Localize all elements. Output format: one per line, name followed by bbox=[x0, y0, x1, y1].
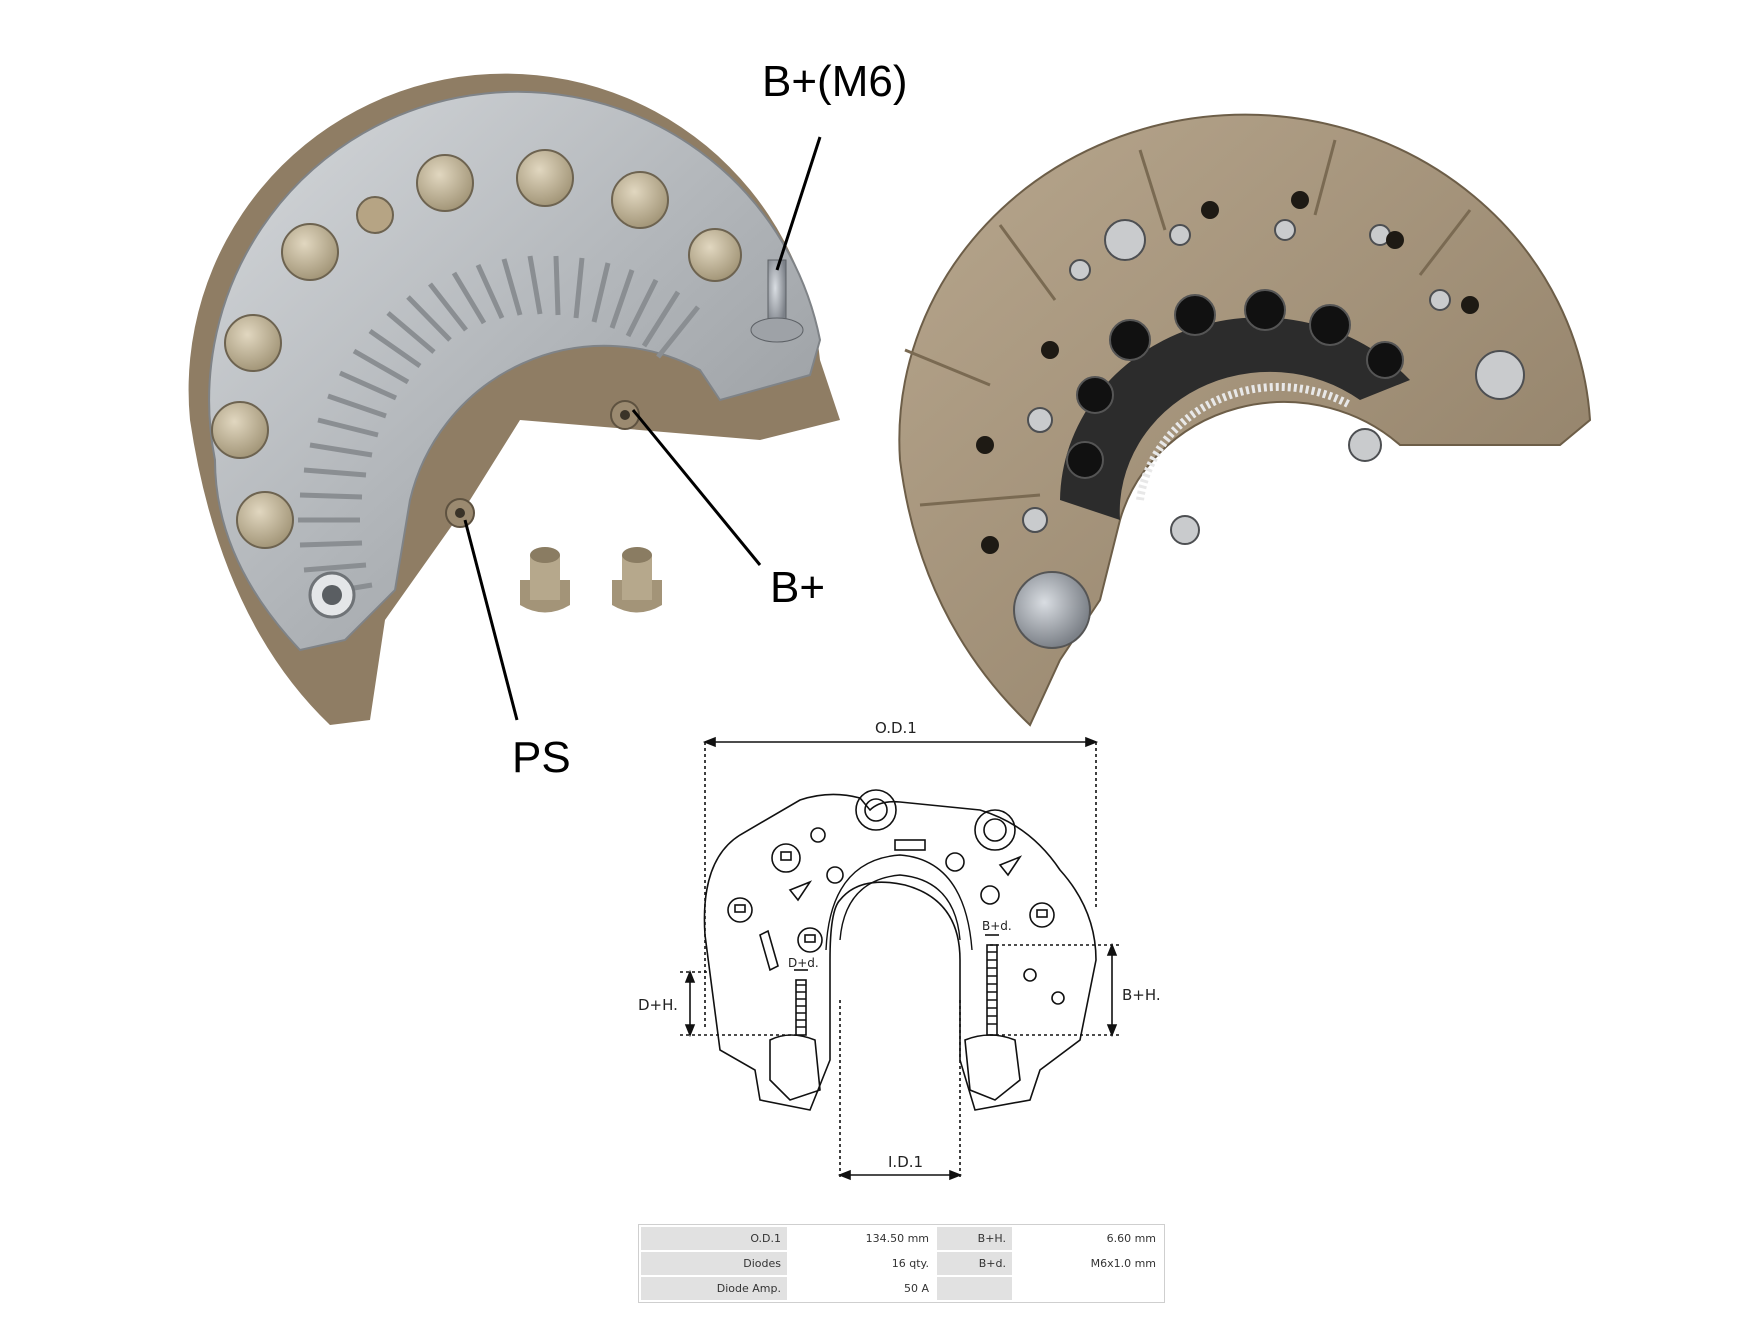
table-row: Diodes 16 qty. B+d. M6x1.0 mm bbox=[641, 1252, 1162, 1275]
spec-key bbox=[937, 1277, 1012, 1300]
spec-table: O.D.1 134.50 mm B+H. 6.60 mm Diodes 16 q… bbox=[638, 1224, 1165, 1303]
plastic-ribs bbox=[904, 139, 1472, 507]
b-plus-terminal bbox=[610, 400, 640, 430]
technical-drawing bbox=[680, 736, 1120, 1181]
zinc-plug-icon bbox=[1013, 571, 1091, 649]
spec-key: Diode Amp. bbox=[641, 1277, 787, 1300]
plastic-horseshoe bbox=[898, 113, 1592, 727]
b-plus-m6-stud bbox=[750, 259, 804, 343]
terminal-slots bbox=[976, 191, 1479, 554]
callout-ps: PS bbox=[512, 733, 571, 782]
spec-key: B+d. bbox=[937, 1252, 1012, 1275]
spec-value: M6x1.0 mm bbox=[1014, 1252, 1162, 1275]
table-row: Diode Amp. 50 A bbox=[641, 1277, 1162, 1300]
callout-b-plus-m6: B+(M6) bbox=[762, 57, 907, 106]
press-fit-diodes bbox=[211, 149, 742, 549]
label-id1: I.D.1 bbox=[888, 1153, 923, 1171]
rectifier-heatsink bbox=[188, 73, 840, 726]
spec-key: B+H. bbox=[937, 1227, 1012, 1250]
insulating-bushings bbox=[520, 547, 662, 613]
spec-value bbox=[1014, 1277, 1162, 1300]
ps-terminal bbox=[445, 498, 475, 528]
rectifier-plastic-base bbox=[898, 113, 1592, 727]
spec-value: 6.60 mm bbox=[1014, 1227, 1162, 1250]
label-bd: B+d. bbox=[982, 919, 1012, 933]
label-dh: D+H. bbox=[638, 996, 678, 1014]
insulating-bushing bbox=[520, 547, 570, 613]
spec-key: Diodes bbox=[641, 1252, 787, 1275]
spec-value: 16 qty. bbox=[789, 1252, 935, 1275]
callout-lines bbox=[463, 136, 822, 721]
plate-bushing bbox=[356, 196, 394, 234]
table-row: O.D.1 134.50 mm B+H. 6.60 mm bbox=[641, 1227, 1162, 1250]
ring-diode-sockets bbox=[1066, 289, 1404, 479]
insulating-bushing bbox=[612, 547, 662, 613]
callout-b-plus: B+ bbox=[770, 563, 825, 612]
spec-key: O.D.1 bbox=[641, 1227, 787, 1250]
label-dd: D+d. bbox=[788, 956, 819, 970]
spec-value: 50 A bbox=[789, 1277, 935, 1300]
mounting-eyelets bbox=[1022, 219, 1525, 545]
label-od1: O.D.1 bbox=[875, 719, 917, 737]
aluminium-plate bbox=[208, 90, 822, 652]
label-bh: B+H. bbox=[1122, 986, 1161, 1004]
diode-ring bbox=[1060, 317, 1410, 520]
spec-value: 134.50 mm bbox=[789, 1227, 935, 1250]
